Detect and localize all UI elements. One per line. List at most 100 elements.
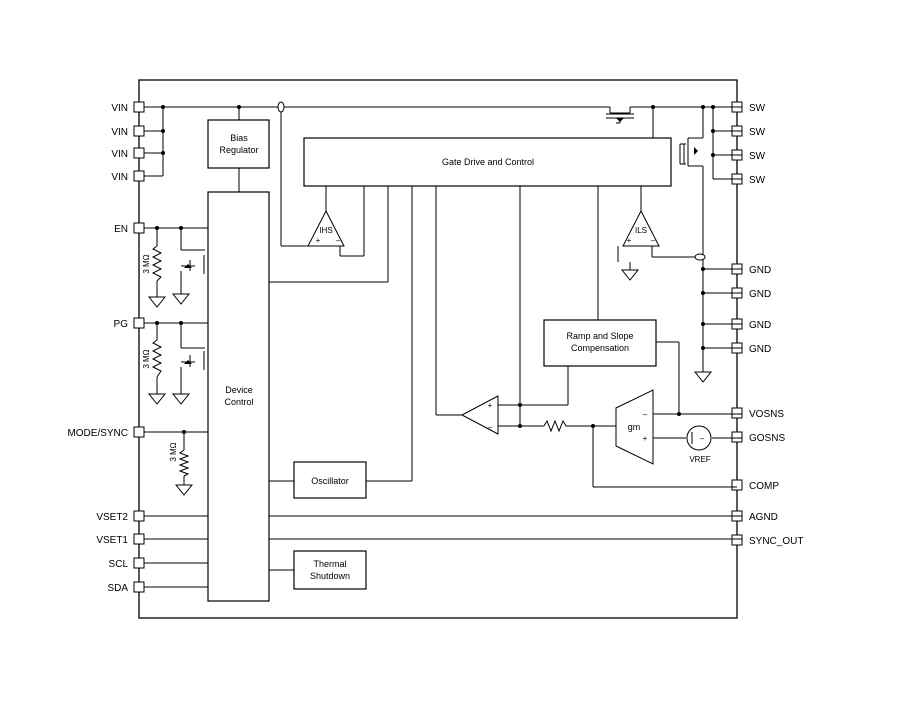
ground-icon [174, 484, 194, 496]
ground-icon [147, 393, 167, 405]
block-label: Device [225, 385, 253, 395]
pin-label: GND [749, 289, 771, 300]
pin-label: GND [749, 320, 771, 331]
pin-label: SW [749, 127, 766, 138]
thermal-shutdown-block: Thermal Shutdown [293, 550, 367, 590]
minus-sign: – [643, 410, 648, 419]
pin-label: AGND [749, 512, 778, 523]
pin-label: COMP [749, 481, 779, 492]
pin-gnd-2: GND [731, 287, 771, 300]
pin-label: SCL [109, 559, 129, 570]
pin-label: SW [749, 175, 766, 186]
minus-sign: – [488, 423, 493, 432]
pin-vosns: VOSNS [731, 407, 784, 420]
bias-regulator-block: Bias Regulator [207, 119, 270, 169]
pin-vset2: VSET2 [96, 510, 145, 523]
minus-sign: – [700, 434, 705, 443]
pin-label: PG [114, 319, 129, 330]
block-label: Gate Drive and Control [442, 157, 534, 167]
ground-icon [171, 393, 191, 405]
block-label: Oscillator [311, 476, 349, 486]
minus-sign: – [336, 236, 341, 245]
ground-icon [693, 371, 713, 383]
pin-label: VSET2 [96, 512, 128, 523]
wiring [144, 106, 742, 588]
diode-icon [184, 264, 192, 268]
pin-gosns: GOSNS [731, 431, 785, 444]
pin-pg: PG [114, 317, 145, 330]
pin-en: EN [114, 222, 145, 235]
block-label: Bias [230, 133, 248, 143]
plus-sign: + [643, 434, 648, 443]
pin-label: EN [114, 224, 128, 235]
right-pins: SW SW SW SW GND GND GND GND [731, 101, 803, 547]
pin-label: GOSNS [749, 433, 785, 444]
pin-vset1: VSET1 [96, 533, 145, 546]
gate-drive-block: Gate Drive and Control [303, 137, 672, 187]
ramp-slope-block: Ramp and Slope Compensation [543, 319, 657, 367]
vref-source: – VREF [686, 425, 712, 464]
device-control-block: Device Control [207, 191, 270, 602]
oscillator-block: Oscillator [293, 461, 367, 499]
pin-sw-2: SW [731, 125, 766, 138]
pin-vin-3: VIN [111, 147, 145, 160]
block-label: Shutdown [310, 571, 350, 581]
block-label: Ramp and Slope [566, 331, 633, 341]
pwm-comparator: + – [460, 395, 499, 435]
pin-gnd-4: GND [731, 342, 771, 355]
ground-icon [620, 269, 640, 281]
pin-label: MODE/SYNC [67, 428, 128, 439]
amp-label: IHS [319, 226, 332, 235]
block-label: Control [224, 397, 253, 407]
mode-pulldown: 3 MΩ [169, 442, 194, 496]
high-side-fet [606, 113, 634, 122]
resistor-label: 3 MΩ [142, 349, 151, 368]
pg-pulldown: 3 MΩ [142, 339, 192, 405]
pin-label: SYNC_OUT [749, 536, 803, 547]
ground-icon [147, 296, 167, 308]
pin-label: VIN [111, 149, 128, 160]
en-pulldown: 3 MΩ [142, 245, 192, 308]
pin-sw-3: SW [731, 149, 766, 162]
resistor-label: 3 MΩ [142, 254, 151, 273]
ihs-sense-amp: IHS + – [307, 209, 345, 247]
current-sense-ring [277, 101, 285, 113]
pin-gnd-3: GND [731, 318, 771, 331]
pin-vin-1: VIN [111, 101, 145, 114]
left-pins: VIN VIN VIN VIN EN PG MODE/SYNC VSET2 [67, 101, 145, 594]
block-label: Thermal [313, 559, 346, 569]
pin-agnd: AGND [731, 510, 778, 523]
pin-vin-2: VIN [111, 125, 145, 138]
pin-label: GND [749, 265, 771, 276]
minus-sign: – [651, 236, 656, 245]
pin-sw-1: SW [731, 101, 766, 114]
pin-label: VIN [111, 127, 128, 138]
low-side-fet [683, 144, 698, 164]
diode-icon [184, 360, 192, 364]
pin-sync-out: SYNC_OUT [731, 534, 803, 547]
pin-label: VOSNS [749, 409, 784, 420]
pin-comp: COMP [731, 479, 779, 492]
gm-amplifier: gm – + [615, 389, 654, 465]
pin-label: SW [749, 103, 766, 114]
pin-label: VIN [111, 103, 128, 114]
pin-sda: SDA [107, 581, 145, 594]
pin-label: GND [749, 344, 771, 355]
pin-label: SDA [107, 583, 128, 594]
ground-icon [171, 293, 191, 305]
pin-scl: SCL [109, 557, 145, 570]
pin-sw-4: SW [731, 173, 766, 186]
ils-sense-amp: ILS + – [622, 209, 660, 247]
block-label: Compensation [571, 343, 629, 353]
pin-gnd-1: GND [731, 263, 771, 276]
current-sense-ring [694, 253, 706, 261]
pin-vin-4: VIN [111, 170, 145, 183]
series-resistor [543, 419, 568, 433]
pin-mode-sync: MODE/SYNC [67, 426, 145, 439]
plus-sign: + [316, 236, 321, 245]
amp-label: ILS [635, 226, 647, 235]
pin-label: SW [749, 151, 766, 162]
plus-sign: + [627, 236, 632, 245]
pin-label: VSET1 [96, 535, 128, 546]
